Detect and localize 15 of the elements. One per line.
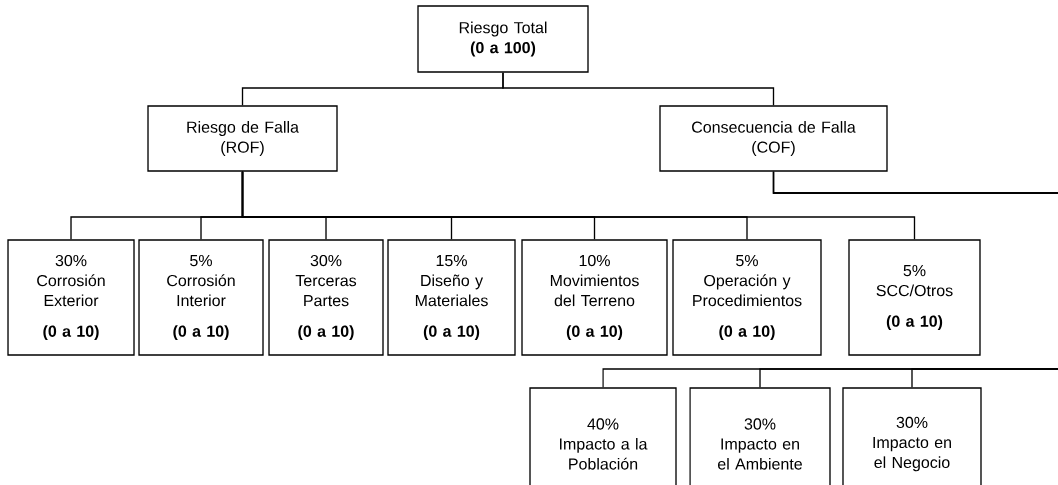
factor-box: 10% Movimientos del Terreno (0 a 10) bbox=[521, 239, 668, 356]
impact-box: 40% Impacto a la Población bbox=[529, 387, 677, 485]
box: Consecuencia de Falla (COF) bbox=[659, 105, 888, 172]
factor-box: 5% Corrosión Interior (0 a 10) bbox=[138, 239, 264, 356]
impact-box: 30% Impacto en el Ambiente bbox=[689, 387, 831, 485]
factor-box: 5% SCC/Otros (0 a 10) bbox=[848, 239, 981, 356]
factor-box: 15% Diseño y Materiales (0 a 10) bbox=[387, 239, 516, 356]
connector bbox=[241, 171, 916, 240]
box: Riesgo de Falla (ROF) bbox=[147, 105, 338, 172]
connector bbox=[502, 72, 775, 106]
factor-box: 5% Operación y Procedimientos (0 a 10) bbox=[672, 239, 822, 356]
factor-box: 30% Terceras Partes (0 a 10) bbox=[268, 239, 384, 356]
box: Riesgo Total (0 a 100) bbox=[417, 5, 589, 73]
impact-box: 30% Impacto en el Negocio bbox=[842, 387, 982, 485]
factor-box: 30% Corrosión Exterior (0 a 10) bbox=[7, 239, 135, 356]
